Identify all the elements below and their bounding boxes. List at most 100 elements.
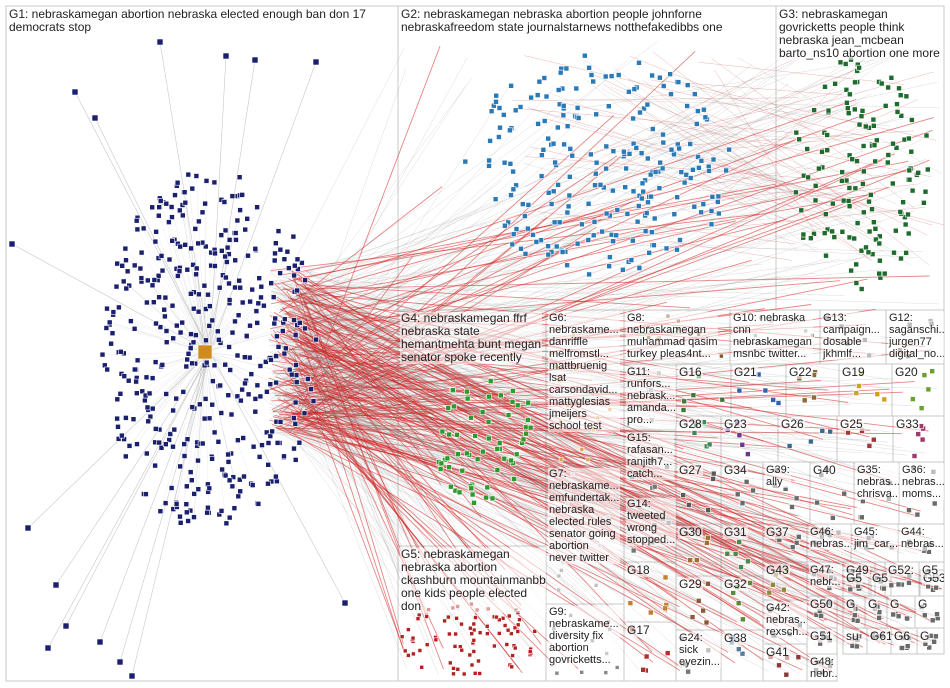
node-g38[interactable] bbox=[736, 647, 741, 652]
node-g1[interactable] bbox=[212, 363, 217, 368]
node-g1[interactable] bbox=[160, 268, 165, 273]
node-g1[interactable] bbox=[291, 234, 296, 239]
node-g5[interactable] bbox=[501, 616, 505, 620]
node-g4[interactable] bbox=[455, 432, 460, 437]
node-g3[interactable] bbox=[871, 220, 876, 225]
node-g4[interactable] bbox=[528, 425, 533, 430]
node-g5[interactable] bbox=[472, 622, 476, 626]
node-g1[interactable] bbox=[243, 227, 248, 232]
node-g40[interactable] bbox=[830, 515, 835, 520]
node-g7[interactable] bbox=[557, 588, 561, 592]
node-g1[interactable] bbox=[240, 192, 245, 197]
node-g2[interactable] bbox=[650, 73, 655, 78]
node-g1[interactable] bbox=[248, 323, 253, 328]
node-g2[interactable] bbox=[636, 204, 641, 209]
node-g2[interactable] bbox=[657, 186, 662, 191]
node-g3[interactable] bbox=[886, 153, 891, 158]
node-g1-outlier[interactable] bbox=[72, 89, 78, 95]
node-g1[interactable] bbox=[225, 245, 230, 250]
node-g1[interactable] bbox=[264, 389, 269, 394]
node-g2[interactable] bbox=[710, 194, 715, 199]
node-g5[interactable] bbox=[455, 616, 459, 620]
node-g1[interactable] bbox=[107, 320, 112, 325]
node-g1[interactable] bbox=[278, 247, 283, 252]
node-g1-outlier[interactable] bbox=[313, 59, 319, 65]
node-g2[interactable] bbox=[645, 156, 650, 161]
node-g27[interactable] bbox=[686, 502, 691, 507]
node-g2[interactable] bbox=[542, 76, 547, 81]
node-g1[interactable] bbox=[294, 363, 299, 368]
node-g1[interactable] bbox=[158, 509, 163, 514]
node-g3[interactable] bbox=[867, 229, 872, 234]
node-g2[interactable] bbox=[652, 216, 657, 221]
node-g1[interactable] bbox=[207, 416, 212, 421]
node-g1[interactable] bbox=[210, 456, 215, 461]
node-g2[interactable] bbox=[661, 84, 666, 89]
node-g2[interactable] bbox=[520, 202, 525, 207]
node-g3[interactable] bbox=[916, 170, 921, 175]
node-g1[interactable] bbox=[227, 478, 232, 483]
node-g2[interactable] bbox=[529, 95, 534, 100]
node-g2[interactable] bbox=[560, 250, 565, 255]
node-g4[interactable] bbox=[475, 457, 480, 462]
node-g3[interactable] bbox=[895, 102, 900, 107]
node-g3[interactable] bbox=[886, 85, 891, 90]
node-g2[interactable] bbox=[598, 182, 603, 187]
node-g1[interactable] bbox=[241, 436, 246, 441]
node-g2[interactable] bbox=[586, 238, 591, 243]
node-g5[interactable] bbox=[470, 632, 474, 636]
node-g5[interactable] bbox=[533, 629, 537, 633]
node-g3[interactable] bbox=[882, 271, 887, 276]
node-g28[interactable] bbox=[707, 442, 712, 447]
node-g1[interactable] bbox=[181, 389, 186, 394]
node-g1[interactable] bbox=[273, 251, 278, 256]
node-g1[interactable] bbox=[273, 241, 278, 246]
node-g1[interactable] bbox=[163, 295, 168, 300]
node-g5[interactable] bbox=[456, 667, 460, 671]
node-g5[interactable] bbox=[478, 631, 482, 635]
node-g2[interactable] bbox=[649, 194, 654, 199]
node-g1[interactable] bbox=[154, 321, 159, 326]
node-g1[interactable] bbox=[183, 242, 188, 247]
node-g4[interactable] bbox=[473, 433, 478, 438]
node-g25[interactable] bbox=[871, 437, 876, 442]
node-g1[interactable] bbox=[132, 263, 137, 268]
node-g2[interactable] bbox=[519, 246, 524, 251]
node-g1[interactable] bbox=[120, 263, 125, 268]
node-g25[interactable] bbox=[867, 443, 872, 448]
node-g3[interactable] bbox=[854, 281, 859, 286]
node-g1[interactable] bbox=[268, 434, 273, 439]
node-g1[interactable] bbox=[227, 298, 232, 303]
node-g3[interactable] bbox=[799, 208, 804, 213]
node-g1[interactable] bbox=[183, 200, 188, 205]
node-g5[interactable] bbox=[472, 638, 476, 642]
node-g2[interactable] bbox=[511, 232, 516, 237]
node-g2[interactable] bbox=[555, 125, 560, 130]
node-g5[interactable] bbox=[503, 624, 507, 628]
node-g2[interactable] bbox=[621, 149, 626, 154]
node-g27[interactable] bbox=[681, 493, 686, 498]
node-g3[interactable] bbox=[838, 60, 843, 65]
node-g2[interactable] bbox=[498, 125, 503, 130]
node-g4[interactable] bbox=[469, 486, 474, 491]
node-g2[interactable] bbox=[497, 106, 502, 111]
node-g2[interactable] bbox=[672, 212, 677, 217]
node-g1[interactable] bbox=[226, 452, 231, 457]
node-g32[interactable] bbox=[740, 617, 745, 622]
node-g1[interactable] bbox=[139, 250, 144, 255]
node-g3[interactable] bbox=[852, 107, 857, 112]
node-g3[interactable] bbox=[924, 133, 929, 138]
node-g3[interactable] bbox=[906, 231, 911, 236]
node-g59[interactable] bbox=[896, 614, 901, 619]
node-g2[interactable] bbox=[566, 204, 571, 209]
node-g1[interactable] bbox=[292, 263, 297, 268]
node-g2[interactable] bbox=[544, 94, 549, 99]
node-g1[interactable] bbox=[216, 439, 221, 444]
node-g4[interactable] bbox=[495, 468, 500, 473]
node-g2[interactable] bbox=[564, 66, 569, 71]
node-g2[interactable] bbox=[651, 243, 656, 248]
node-g1[interactable] bbox=[191, 340, 196, 345]
node-g3[interactable] bbox=[823, 84, 828, 89]
node-g3[interactable] bbox=[899, 256, 904, 261]
node-g2[interactable] bbox=[716, 211, 721, 216]
